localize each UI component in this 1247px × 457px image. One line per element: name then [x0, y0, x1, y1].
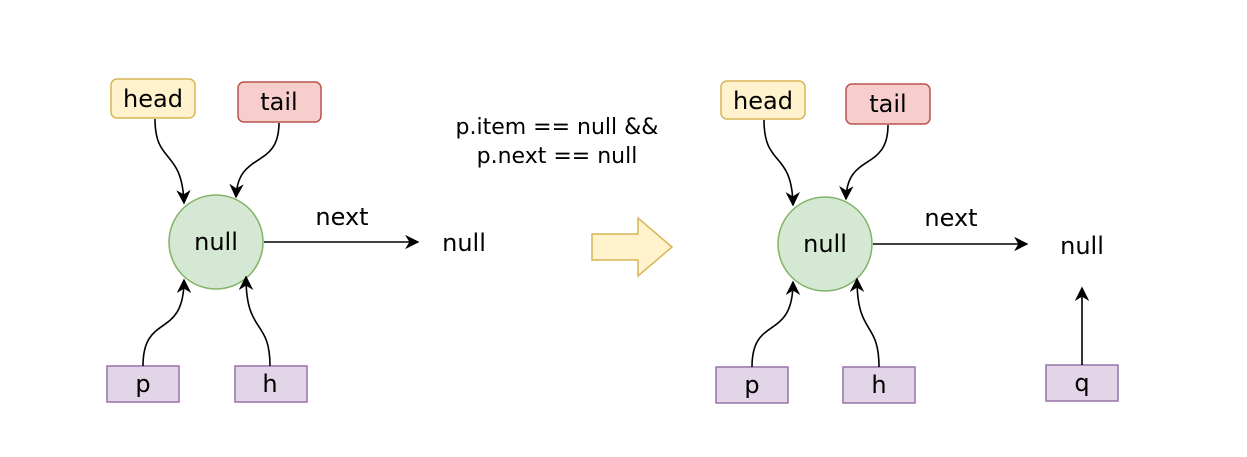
- tail-label-after: tail: [869, 90, 906, 118]
- null-node-after: null: [777, 196, 873, 292]
- condition-text: p.item == null && p.next == null: [456, 115, 659, 169]
- tail-to-node-edge-after: [839, 124, 889, 201]
- condition-line-2: p.next == null: [477, 144, 638, 169]
- p-box-after: p: [715, 366, 789, 404]
- q-label: q: [1074, 369, 1089, 397]
- null-node: null: [168, 194, 264, 290]
- p-to-node-edge-after: [751, 280, 801, 368]
- after-state: head tail null next null p h q: [715, 80, 1119, 404]
- p-box: p: [106, 365, 180, 403]
- next-target-null: null: [442, 229, 486, 257]
- q-box: q: [1045, 364, 1119, 402]
- head-label: head: [123, 85, 183, 113]
- head-box-after: head: [720, 80, 806, 120]
- head-box: head: [110, 78, 196, 119]
- h-label-after: h: [871, 371, 886, 399]
- tail-to-node-edge: [229, 122, 280, 199]
- tail-box-after: tail: [845, 83, 931, 125]
- h-to-node-edge-after: [849, 277, 880, 368]
- h-to-node-edge: [238, 275, 271, 367]
- node-label-after: null: [803, 230, 847, 258]
- next-label: next: [315, 203, 368, 231]
- p-label-after: p: [744, 371, 759, 399]
- next-target-null-after: null: [1060, 232, 1104, 260]
- p-label: p: [135, 370, 150, 398]
- head-to-node-edge: [154, 118, 191, 205]
- head-to-node-edge-after: [763, 119, 800, 207]
- node-label: null: [194, 228, 238, 256]
- p-to-node-edge: [142, 278, 192, 367]
- h-label: h: [262, 370, 277, 398]
- tail-label: tail: [260, 88, 297, 116]
- tail-box: tail: [237, 81, 322, 123]
- head-label-after: head: [733, 87, 793, 115]
- before-state: head tail null next null p h: [106, 78, 486, 403]
- h-box-after: h: [842, 366, 916, 404]
- condition-line-1: p.item == null &&: [456, 115, 659, 140]
- h-box: h: [234, 365, 308, 403]
- next-label-after: next: [924, 204, 977, 232]
- transition-arrow-icon: [591, 216, 674, 278]
